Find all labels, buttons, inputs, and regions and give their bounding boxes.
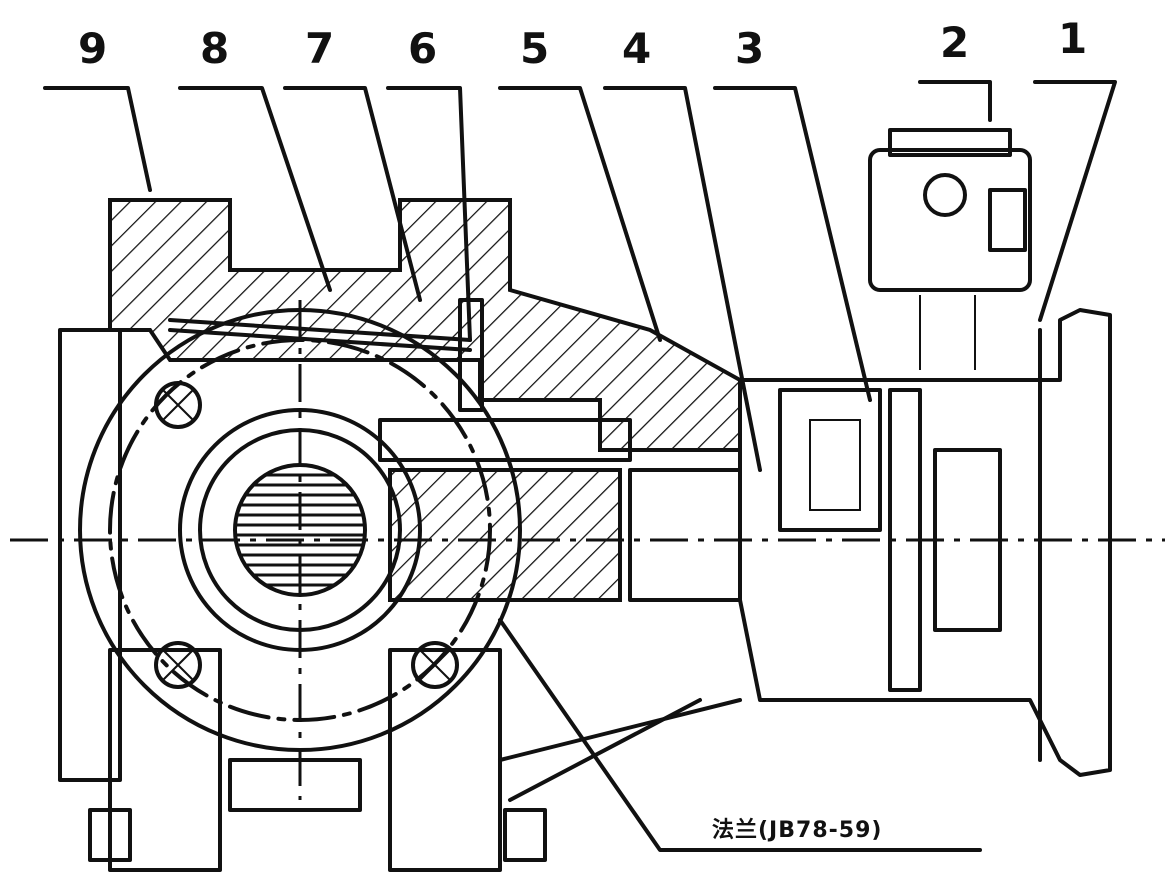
leader-lines (43, 80, 1117, 852)
flange-bolt-holes (154, 381, 459, 689)
casing-section-hatched (108, 198, 742, 452)
shaft-assembly (378, 298, 742, 602)
pump-feet (88, 648, 742, 872)
flange-standard-note: 法兰(JB78-59) (712, 818, 883, 843)
callout-9: 9 (78, 24, 108, 73)
callout-2: 2 (940, 18, 970, 67)
callout-5: 5 (520, 24, 550, 73)
callout-3: 3 (735, 24, 765, 73)
callout-4: 4 (622, 24, 652, 73)
callout-6: 6 (408, 24, 438, 73)
callout-7: 7 (305, 24, 335, 73)
oil-cup (868, 128, 1032, 370)
callout-1: 1 (1058, 14, 1088, 63)
callout-8: 8 (200, 24, 230, 73)
bearing-housing (738, 308, 1112, 777)
